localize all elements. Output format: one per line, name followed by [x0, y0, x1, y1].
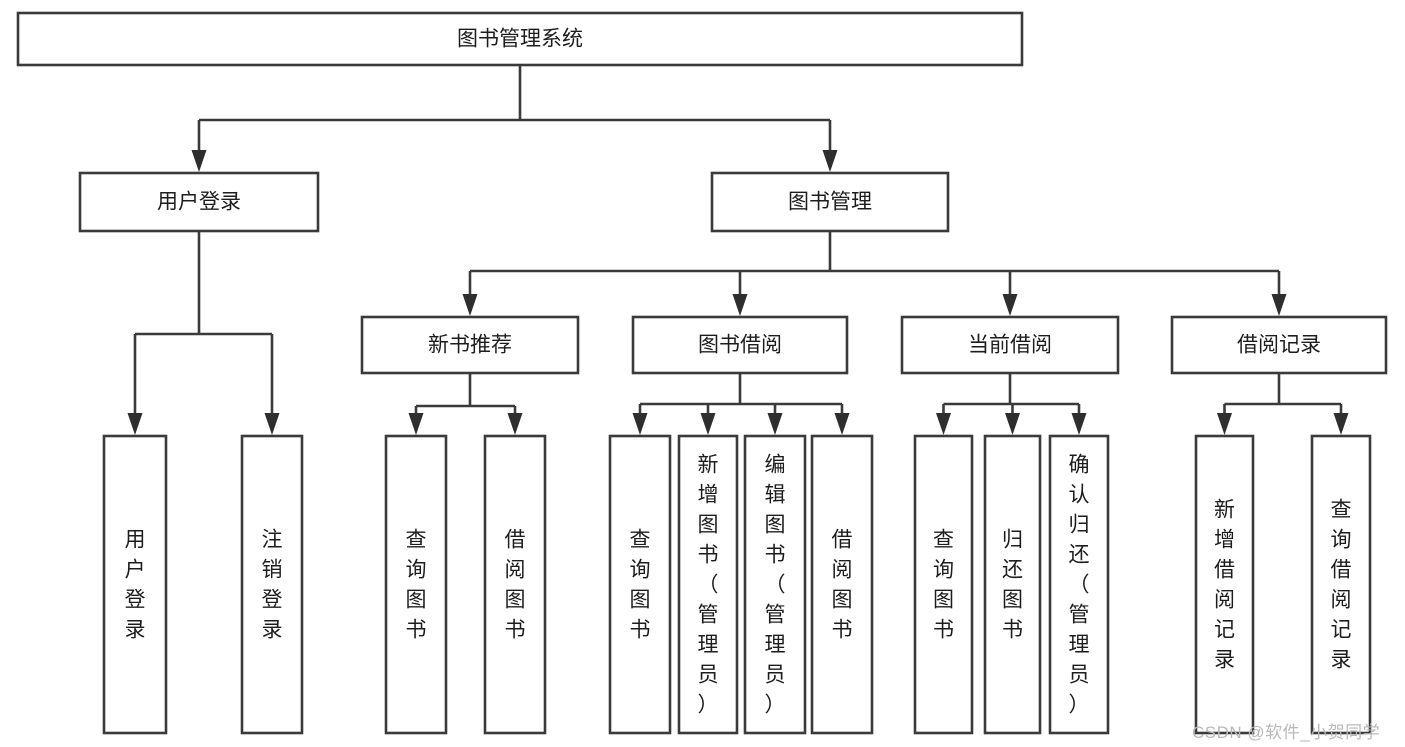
node-book-borrow[interactable]: 图书借阅 — [631, 315, 849, 375]
node-label-root: 图书管理系统 — [457, 28, 583, 51]
node-box-book-borrow — [631, 315, 849, 375]
node-box-leaf-edit-book — [743, 434, 807, 735]
arrow-head-icon-leaf-query-record — [1333, 413, 1349, 435]
node-box-current-borrow — [900, 315, 1120, 375]
edge-group-borrow-record — [1217, 373, 1349, 435]
node-box-leaf-add-book — [677, 434, 739, 735]
node-leaf-borrow-book-rec[interactable]: 借阅图书 — [483, 434, 547, 735]
node-current-borrow[interactable]: 当前借阅 — [900, 315, 1120, 375]
arrow-head-icon-borrow-record — [1271, 294, 1287, 316]
node-box-leaf-query-book-br — [608, 434, 672, 735]
arrow-head-icon-book-borrow — [732, 294, 748, 316]
arrow-head-icon-leaf-query-book-br — [632, 413, 648, 435]
node-label-leaf-edit-book: 编辑图书（管理员） — [765, 454, 786, 717]
edge-group-root — [191, 65, 838, 172]
node-label-leaf-user-login: 用户登录 — [125, 529, 146, 642]
node-box-leaf-confirm-return — [1048, 434, 1110, 735]
node-box-leaf-add-record — [1194, 434, 1255, 735]
node-leaf-edit-book[interactable]: 编辑图书（管理员） — [743, 434, 807, 735]
node-box-root — [16, 11, 1024, 67]
edge-group-current-borrow — [936, 373, 1087, 435]
arrow-head-icon-user-login — [191, 150, 207, 172]
arrow-head-icon-book-manage — [822, 150, 838, 172]
arrow-head-icon-leaf-edit-book — [767, 413, 783, 435]
node-box-leaf-query-book-cb — [913, 434, 974, 735]
node-box-leaf-borrow-book-rec — [483, 434, 547, 735]
node-leaf-logout[interactable]: 注销登录 — [240, 434, 304, 735]
node-leaf-query-record[interactable]: 查询借阅记录 — [1310, 434, 1372, 735]
node-label-borrow-record: 借阅记录 — [1237, 334, 1321, 357]
node-new-book-rec[interactable]: 新书推荐 — [360, 315, 580, 375]
node-box-leaf-return-book — [983, 434, 1042, 735]
node-box-leaf-borrow-book-br — [810, 434, 874, 735]
node-label-new-book-rec: 新书推荐 — [428, 334, 512, 357]
edge-group-book-manage — [462, 231, 1287, 316]
node-box-leaf-logout — [240, 434, 304, 735]
node-label-leaf-borrow-book-rec: 借阅图书 — [505, 529, 526, 642]
node-box-user-login — [78, 171, 320, 233]
node-label-current-borrow: 当前借阅 — [968, 334, 1052, 357]
node-label-leaf-query-book-br: 查询图书 — [630, 529, 651, 642]
node-box-new-book-rec — [360, 315, 580, 375]
node-leaf-add-record[interactable]: 新增借阅记录 — [1194, 434, 1255, 735]
arrow-head-icon-current-borrow — [1002, 294, 1018, 316]
node-leaf-confirm-return[interactable]: 确认归还（管理员） — [1048, 434, 1110, 735]
edge-group-user-login — [127, 231, 280, 435]
arrow-head-icon-leaf-query-book-cb — [936, 413, 951, 435]
node-box-borrow-record — [1170, 315, 1388, 375]
node-label-leaf-query-book-rec: 查询图书 — [406, 529, 427, 642]
node-label-book-borrow: 图书借阅 — [698, 334, 782, 357]
node-root[interactable]: 图书管理系统 — [16, 11, 1024, 67]
arrow-head-icon-new-book-rec — [462, 294, 478, 316]
node-label-leaf-confirm-return: 确认归还（管理员） — [1069, 454, 1090, 717]
node-box-book-manage — [710, 171, 950, 233]
node-borrow-record[interactable]: 借阅记录 — [1170, 315, 1388, 375]
arrow-head-icon-leaf-query-book-rec — [408, 413, 424, 435]
arrow-head-icon-leaf-logout — [264, 413, 280, 435]
node-user-login[interactable]: 用户登录 — [78, 171, 320, 233]
node-label-user-login: 用户登录 — [157, 191, 241, 214]
node-leaf-user-login[interactable]: 用户登录 — [102, 434, 168, 735]
node-label-book-manage: 图书管理 — [788, 191, 872, 214]
node-leaf-query-book-cb[interactable]: 查询图书 — [913, 434, 974, 735]
arrow-head-icon-leaf-user-login — [127, 413, 143, 435]
node-leaf-add-book[interactable]: 新增图书（管理员） — [677, 434, 739, 735]
node-leaf-query-book-br[interactable]: 查询图书 — [608, 434, 672, 735]
node-label-leaf-add-record: 新增借阅记录 — [1214, 499, 1235, 672]
arrow-head-icon-leaf-borrow-book-br — [834, 413, 850, 435]
arrow-head-icon-leaf-borrow-book-rec — [507, 413, 523, 435]
node-box-leaf-query-book-rec — [384, 434, 448, 735]
arrow-head-icon-leaf-return-book — [1005, 413, 1020, 435]
edge-group-book-borrow — [632, 373, 850, 435]
node-label-leaf-logout: 注销登录 — [262, 529, 283, 642]
arrow-head-icon-leaf-confirm-return — [1071, 413, 1087, 435]
arrow-head-icon-leaf-add-book — [700, 413, 716, 435]
node-label-leaf-query-record: 查询借阅记录 — [1331, 499, 1352, 672]
node-leaf-query-book-rec[interactable]: 查询图书 — [384, 434, 448, 735]
node-label-leaf-borrow-book-br: 借阅图书 — [832, 529, 853, 642]
node-book-manage[interactable]: 图书管理 — [710, 171, 950, 233]
node-label-leaf-add-book: 新增图书（管理员） — [698, 454, 719, 717]
connector-layer — [127, 65, 1349, 435]
arrow-head-icon-leaf-add-record — [1217, 413, 1232, 435]
node-label-leaf-query-book-cb: 查询图书 — [933, 529, 954, 642]
node-box-leaf-query-record — [1310, 434, 1372, 735]
node-leaf-borrow-book-br[interactable]: 借阅图书 — [810, 434, 874, 735]
edge-group-new-book-rec — [408, 373, 523, 435]
node-leaf-return-book[interactable]: 归还图书 — [983, 434, 1042, 735]
node-layer: 图书管理系统用户登录图书管理新书推荐图书借阅当前借阅借阅记录用户登录注销登录查询… — [16, 11, 1388, 735]
node-label-leaf-return-book: 归还图书 — [1002, 529, 1023, 642]
node-box-leaf-user-login — [102, 434, 168, 735]
